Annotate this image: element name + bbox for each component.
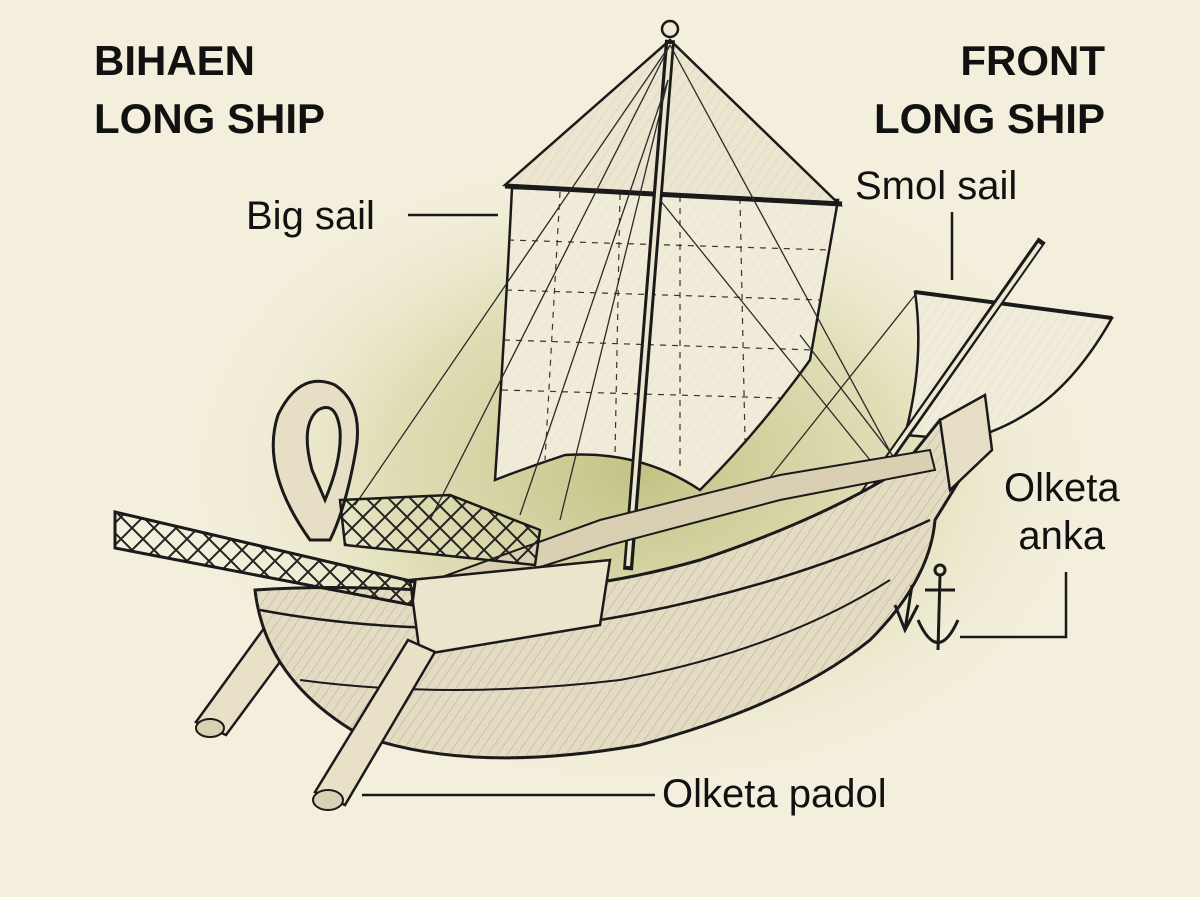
anchors-label-line2: anka xyxy=(1018,514,1106,558)
front-oar-shape xyxy=(312,638,437,811)
hull-shape xyxy=(253,393,994,760)
rear-heading-line2: LONG SHIP xyxy=(94,95,326,142)
front-heading: FRONT LONG SHIP xyxy=(874,32,1105,148)
leader-lines xyxy=(362,212,1068,797)
small-sail-shape xyxy=(903,290,1114,442)
anchors-label: Olketa anka xyxy=(1004,464,1120,560)
big-sail-label: Big sail xyxy=(246,194,375,238)
anchor-shape xyxy=(893,563,960,651)
swan-ornament-shape xyxy=(271,379,359,542)
front-heading-line2: LONG SHIP xyxy=(873,95,1105,142)
rear-heading-line1: BIHAEN xyxy=(94,37,256,84)
front-heading-line1: FRONT xyxy=(960,37,1105,84)
stern-railing-shape xyxy=(113,493,542,607)
anchors-label-line1: Olketa xyxy=(1004,466,1120,510)
rigging-lines xyxy=(354,44,916,521)
rear-heading: BIHAEN LONG SHIP xyxy=(94,32,325,148)
small-sail-label: Smol sail xyxy=(855,164,1018,208)
oars-label: Olketa padol xyxy=(662,772,887,816)
